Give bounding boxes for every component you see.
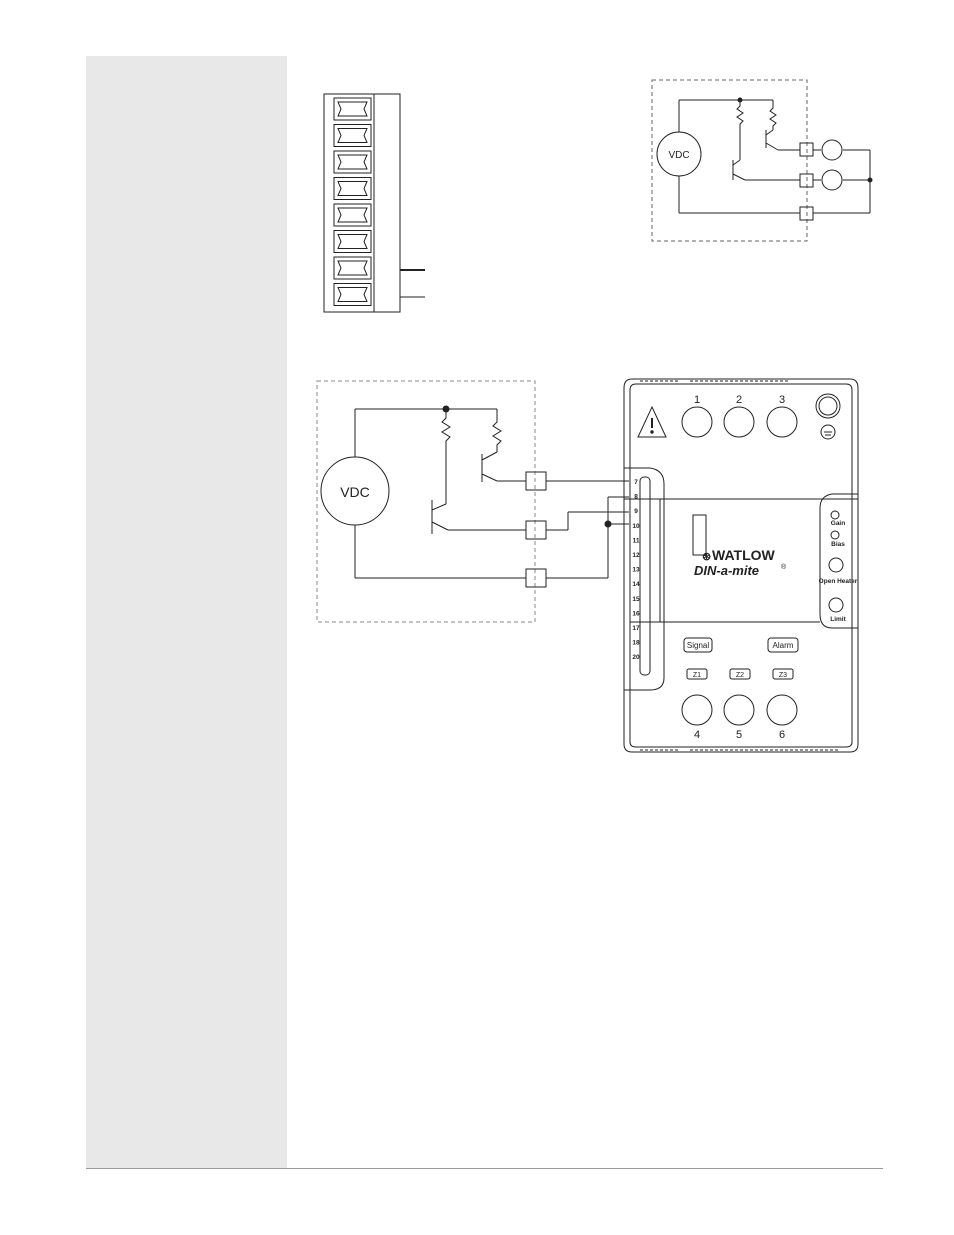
model-logo: DIN-a-mite <box>694 563 759 578</box>
zone-3-label: Z3 <box>779 672 787 679</box>
terminal-screw <box>338 182 367 196</box>
terminal-5-label: 5 <box>736 729 742 741</box>
indicator-gain-label: Gain <box>831 520 845 527</box>
terminal-slot <box>334 257 371 279</box>
indicator-open-heater-label: Open Heater <box>819 578 858 585</box>
vdc-label-large: VDC <box>340 484 370 500</box>
terminal-slot <box>334 98 371 120</box>
terminal-block <box>324 94 425 312</box>
connector-pin-label: 7 <box>634 479 638 486</box>
terminal-2-label: 2 <box>736 394 742 406</box>
registered-mark: ® <box>781 563 787 571</box>
terminal-slot <box>334 151 371 173</box>
terminal-slot <box>334 204 371 226</box>
connector-pin-label: 16 <box>632 610 640 617</box>
connector-pin-label: 13 <box>632 567 640 574</box>
zone-1-label: Z1 <box>693 672 701 679</box>
terminal-slot <box>334 231 371 253</box>
connector-pin-label: 8 <box>634 494 638 501</box>
terminal-screw <box>338 261 367 275</box>
connector-pin-label: 17 <box>632 625 640 632</box>
terminal-screw <box>338 288 367 302</box>
terminal-slot <box>334 178 371 200</box>
connector-pin-label: 9 <box>634 508 638 515</box>
vdc-schematic-large <box>317 381 629 622</box>
brand-mark-icon: ⊛ <box>702 551 711 563</box>
connector-pin-label: 10 <box>632 523 640 530</box>
terminal-screw <box>338 235 367 249</box>
alarm-label: Alarm <box>773 641 794 650</box>
vdc-label-small: VDC <box>668 150 689 161</box>
terminal-screw <box>338 155 367 169</box>
connector-pin-label: 15 <box>632 596 640 603</box>
terminal-3-label: 3 <box>779 394 785 406</box>
indicator-limit-label: Limit <box>830 616 846 623</box>
connector-pin-label: 12 <box>632 552 640 559</box>
connector-pin-label: 20 <box>632 654 640 661</box>
terminal-screw <box>338 102 367 116</box>
zone-2-label: Z2 <box>736 672 744 679</box>
terminal-slot <box>334 125 371 147</box>
connector-pin-labels: 7 8 9 10 11 12 13 14 15 16 17 18 20 <box>632 479 640 661</box>
terminal-6-label: 6 <box>779 729 785 741</box>
terminal-screw <box>338 208 367 222</box>
connector-pin-label: 11 <box>633 537 640 544</box>
indicator-bias-label: Bias <box>831 541 845 548</box>
signal-label: Signal <box>687 641 709 650</box>
terminal-1-label: 1 <box>694 394 700 406</box>
brand-logo: WATLOW <box>712 547 776 563</box>
terminal-screw <box>338 129 367 143</box>
connector-pin-label: 14 <box>632 581 640 588</box>
connector-pin-label: 18 <box>632 640 640 647</box>
terminal-4-label: 4 <box>694 729 700 741</box>
terminal-slot <box>334 284 371 306</box>
